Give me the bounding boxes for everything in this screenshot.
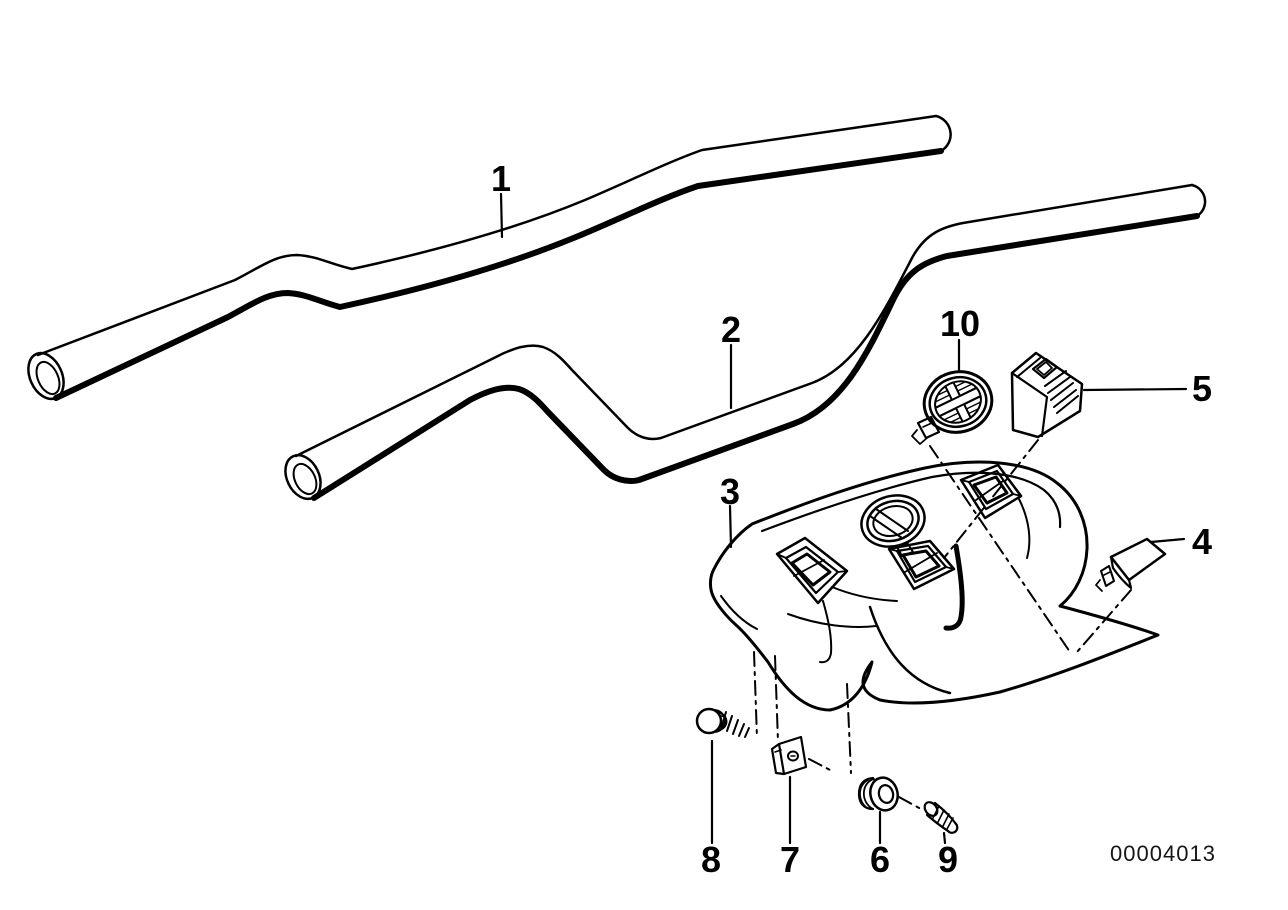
emblem-tab [911, 415, 941, 445]
handlebar-1 [27, 114, 952, 401]
callout-4: 4 [1192, 521, 1212, 562]
callout-8: 8 [701, 839, 721, 880]
callout-6: 6 [870, 839, 890, 880]
switch-hole-right [959, 463, 1023, 520]
switch [1010, 351, 1084, 439]
clip-nut [770, 735, 808, 776]
handlebar-1-open-end [27, 351, 65, 401]
assembly-lines [753, 439, 1132, 810]
screw [695, 707, 750, 738]
callout-5: 5 [1192, 368, 1212, 409]
leader-lines [499, 192, 1188, 845]
callout-7: 7 [780, 839, 800, 880]
emblem-hole [860, 494, 926, 557]
callout-3: 3 [720, 471, 740, 512]
drawing-number: 00004013 [1110, 841, 1216, 866]
callout-1: 1 [491, 158, 511, 199]
grommet [857, 776, 899, 812]
callout-2: 2 [721, 309, 741, 350]
switch-hole-left [775, 536, 849, 605]
expansion-pin [923, 801, 959, 834]
handlebar-2 [284, 183, 1207, 501]
blanking-cap [1095, 537, 1167, 592]
instrument-cover [709, 460, 1160, 712]
emblem [911, 370, 994, 445]
handlebar-2-open-end [284, 453, 322, 501]
callout-10: 10 [940, 303, 980, 344]
callout-9: 9 [938, 839, 958, 880]
switch-hole-middle [887, 539, 956, 591]
